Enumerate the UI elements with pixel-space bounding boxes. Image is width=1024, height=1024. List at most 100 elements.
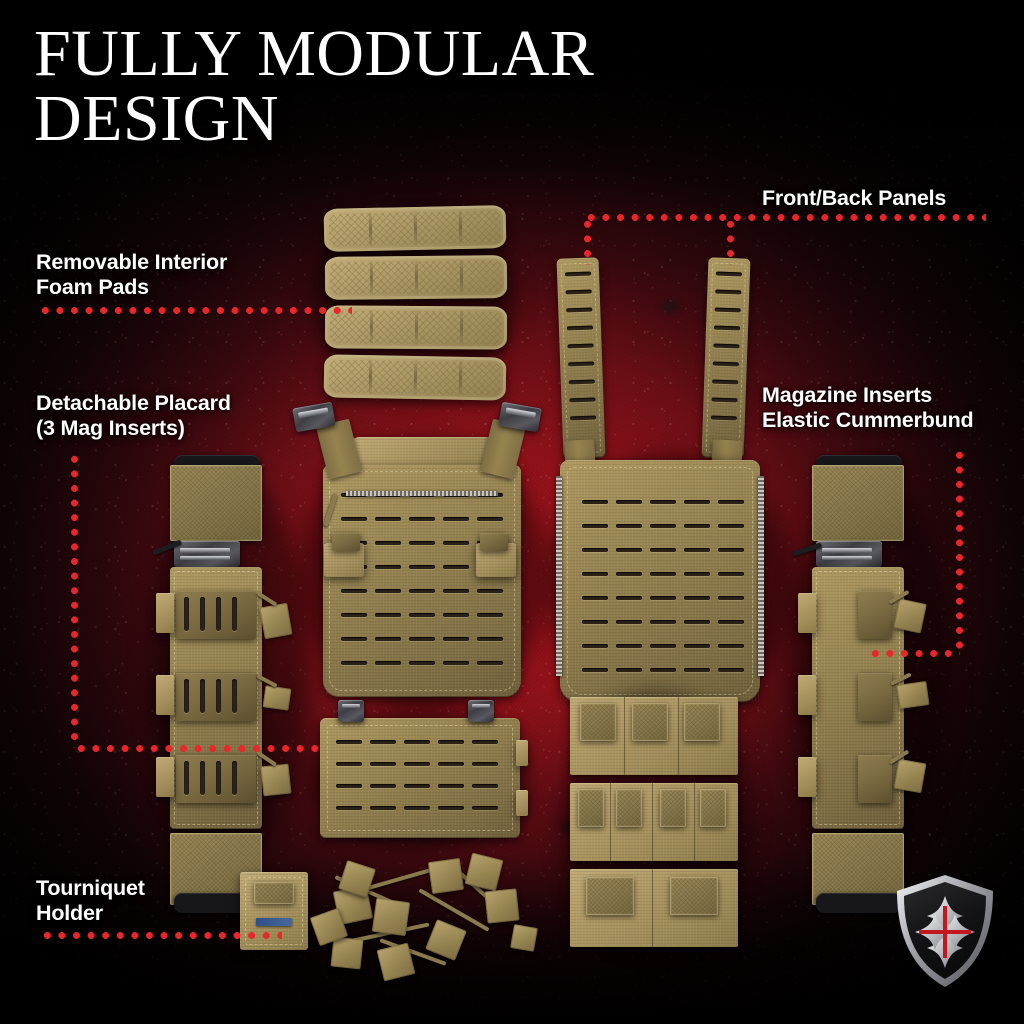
cummerbund-body [156,567,262,829]
title-line-2: DESIGN [34,81,279,155]
shoulder-strap-right [701,257,751,459]
back-panel-zipper-left [556,476,562,676]
callout-line-1: Front/Back Panels [762,186,947,210]
tourniquet-label-strip [256,918,292,926]
callout-line-2: Foam Pads [36,274,149,299]
leader-line-front-back-panels-horizontal [584,214,986,221]
grip-handle-bottom [816,893,902,913]
cummerbund-body [798,567,904,829]
shield-cross-logo [893,872,997,990]
front-panel [318,437,526,702]
cummerbund-buckle [174,541,240,567]
placard-body [320,718,520,838]
right-cummerbund [791,455,930,913]
retention-tab [371,897,411,937]
magazine-insert-panel [570,697,738,775]
placard-buckle-right [468,700,494,722]
retention-tab [510,924,538,952]
cummerbund-buckle [816,541,882,567]
side-loop [156,757,174,797]
foam-pad [323,205,507,252]
callout-line-1: Removable Interior [36,250,228,274]
pull-tab [893,758,927,794]
front-panel-body [323,465,521,697]
velcro-flap-top [812,465,904,541]
leader-line-detachable-placard-horizontal [74,745,324,752]
callout-line-1: Magazine Inserts [762,383,933,407]
tourniquet-velcro-patch [254,882,294,904]
shoulder-strap-left [556,257,606,459]
magazine-insert-panel [570,869,738,947]
leader-line-front-back-panels-drop-right [727,217,734,265]
back-panel-zipper-right [758,476,764,676]
placard-buckle-left [338,700,364,722]
callout-removable-interior-foam-pads: Removable Interior Foam Pads [36,250,227,300]
pull-tab [896,681,930,709]
mag-pocket [858,755,892,803]
back-panel-body [560,460,760,702]
retention-tab [427,857,465,895]
foam-pad-seam [459,310,464,346]
callout-line-2: Elastic Cummerbund [762,407,974,432]
foam-pad-seam [369,309,374,345]
callout-magazine-inserts-elastic-cummerbund: Magazine Inserts Elastic Cummerbund [762,383,974,433]
title-line-1: FULLY MODULAR [34,17,595,90]
front-panel-zipper [346,491,498,496]
placard-side-tab [516,740,528,766]
left-cummerbund [152,455,293,913]
foam-pad-seam [414,309,419,346]
pull-tab [262,685,292,711]
retention-tab [330,936,364,970]
detachable-placard [320,700,528,846]
crosshair-vertical [943,906,947,958]
mag-pocket [858,591,892,639]
side-loop [798,593,816,633]
retention-tab [484,888,520,924]
callout-line-2: Holder [36,900,103,925]
pull-tab [259,602,293,640]
attach-flap-right [480,533,508,551]
magazine-insert-panel [570,783,738,861]
mag-pocket [858,673,892,721]
callout-line-1: Tourniquet [36,876,145,900]
callout-detachable-placard: Detachable Placard (3 Mag Inserts) [36,391,231,441]
leader-line-removable-interior-foam-pads [38,307,352,314]
attach-flap-left [332,533,360,551]
side-loop [156,675,174,715]
side-loop [798,675,816,715]
mag-pocket [176,591,256,639]
placard-side-tab [516,790,528,816]
retention-tab [425,919,467,961]
foam-pad-seam [459,259,464,295]
foam-pad [324,255,508,300]
foam-pad [324,305,508,350]
pull-tab [893,598,927,634]
velcro-flap-top [170,465,262,541]
leader-line-front-back-panels-drop-left [584,217,591,265]
side-loop [156,593,174,633]
background-top-shade [0,0,1024,210]
foam-pad-seam [413,359,418,396]
mag-pocket [176,755,256,803]
callout-front-back-panels: Front/Back Panels [762,186,946,211]
pull-tab [260,763,292,797]
leader-line-magazine-inserts-vertical [956,448,963,653]
foam-pad [323,354,507,401]
elastic-retention-cords [309,852,548,992]
foam-pad-seam [368,359,373,395]
callout-line-1: Detachable Placard [36,391,231,415]
magazine-insert-panels [570,697,738,947]
leader-line-magazine-inserts-horizontal [868,650,960,657]
foam-pad-seam [414,259,419,296]
leader-line-tourniquet-holder [40,932,282,939]
page-title: FULLY MODULAR DESIGN [34,21,774,155]
side-loop [798,757,816,797]
leader-line-detachable-placard-vertical [71,452,78,748]
back-panel [556,460,764,702]
callout-tourniquet-holder: Tourniquet Holder [36,876,145,926]
foam-pad-seam [458,360,463,396]
foam-pad-seam [369,260,374,296]
mag-pocket [176,673,256,721]
callout-line-2: (3 Mag Inserts) [36,415,185,440]
